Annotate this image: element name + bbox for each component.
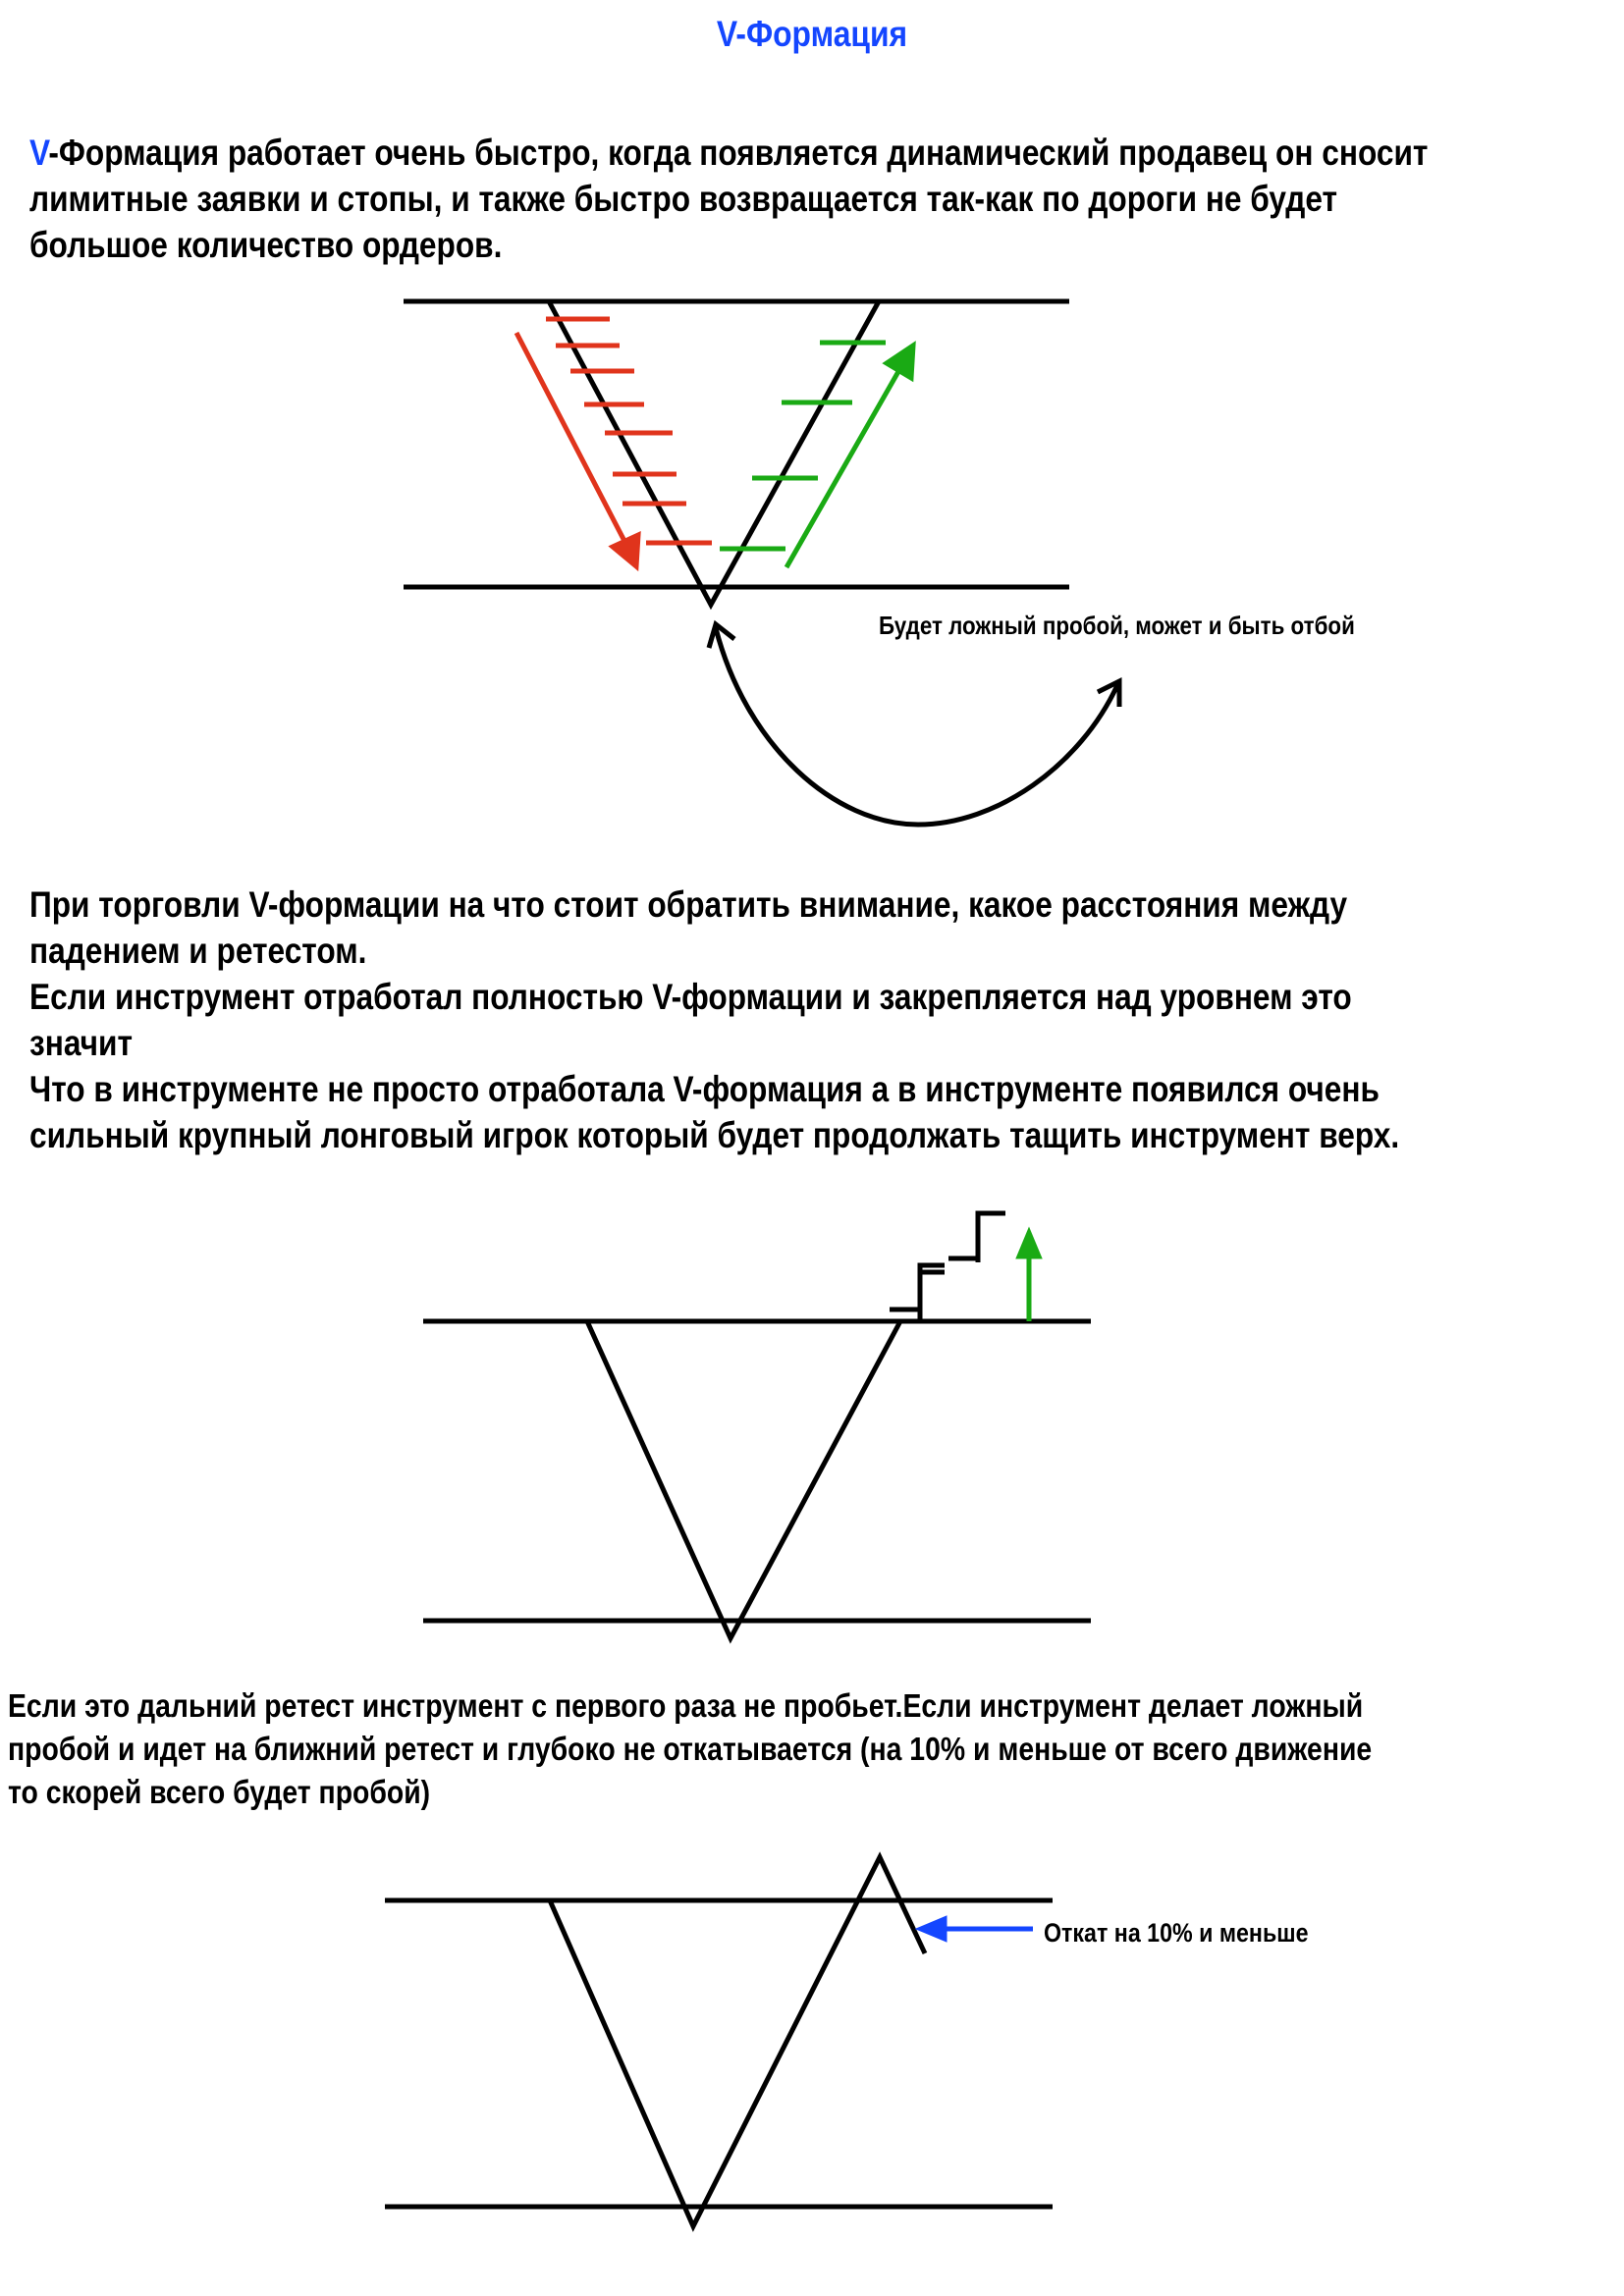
section2-line: значит xyxy=(29,1023,133,1063)
false-breakout-note: Будет ложный пробой, может и быть отбой xyxy=(879,611,1355,640)
buy-orders xyxy=(720,340,886,552)
intro-line-3: большое количество ордеров. xyxy=(29,225,503,265)
section3-paragraph: Если это дальний ретест инструмент с пер… xyxy=(8,1684,1596,1814)
v-price-path xyxy=(547,1851,928,2232)
sell-orders xyxy=(546,316,712,546)
section2-line: Если инструмент отработал полностью V-фо… xyxy=(29,977,1352,1017)
section2-line: При торговли V-формации на что стоит обр… xyxy=(29,884,1348,925)
buy-arrow xyxy=(784,341,916,569)
intro-line-2: лимитные заявки и стопы, и также быстро … xyxy=(29,179,1337,219)
sell-arrow xyxy=(514,331,641,572)
section3-line: Если это дальний ретест инструмент с пер… xyxy=(8,1687,1364,1724)
section3-line: пробой и идет на ближний ретест и глубок… xyxy=(8,1731,1373,1767)
v-price-path xyxy=(584,1319,903,1644)
section2-line: падением и ретестом. xyxy=(29,931,367,971)
section2-line: сильный крупный лонговый игрок который б… xyxy=(29,1115,1400,1155)
page-title: V-Формация xyxy=(716,14,908,54)
section3-line: то скорей всего будет пробой) xyxy=(8,1774,431,1810)
staircase-consolidation xyxy=(890,1210,1005,1321)
v-formation-diagram xyxy=(404,298,1122,828)
v-formation-breakout-diagram xyxy=(423,1210,1091,1644)
section2-paragraph: При торговли V-формации на что стоит обр… xyxy=(29,881,1557,1158)
pullback-arrow xyxy=(914,1915,1033,1943)
intro-line-1: V-Формация работает очень быстро, когда … xyxy=(29,133,1429,173)
curved-double-arrow xyxy=(706,619,1122,828)
v-formation-pullback-diagram xyxy=(385,1851,1053,2232)
intro-paragraph: V-Формация работает очень быстро, когда … xyxy=(29,130,1566,268)
intro-first-letter: V xyxy=(29,133,49,173)
section2-line: Что в инструменте не просто отработала V… xyxy=(29,1069,1380,1109)
up-arrow xyxy=(1015,1226,1043,1321)
pullback-note: Откат на 10% и меньше xyxy=(1044,1918,1309,1948)
